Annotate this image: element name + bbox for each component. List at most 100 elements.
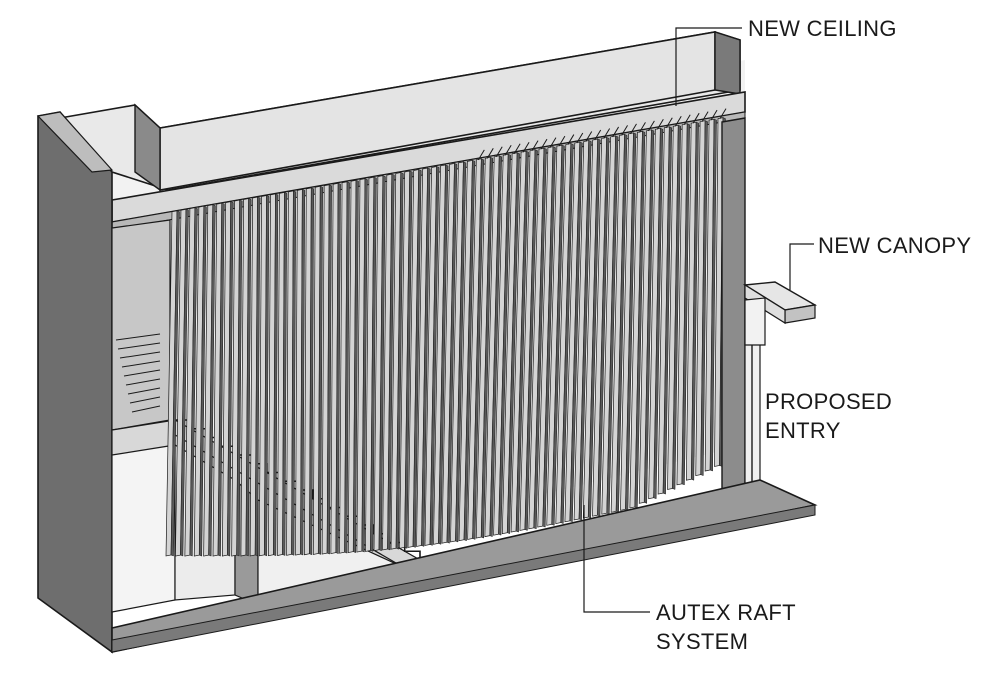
new-canopy-label: NEW CANOPY xyxy=(818,233,972,258)
baffle-edge xyxy=(429,166,440,546)
new-ceiling-label: NEW CEILING xyxy=(748,16,897,41)
baffle-edge xyxy=(370,176,377,552)
upper-stair-tread xyxy=(115,333,161,341)
proposed-entry-label-line1: PROPOSED xyxy=(765,389,893,414)
upper-stair-tread xyxy=(127,387,161,395)
new-canopy-leader xyxy=(789,243,814,290)
baffle-hanger xyxy=(612,126,620,138)
baffle-hanger xyxy=(549,137,557,148)
baffle-edge xyxy=(691,121,699,481)
baffle-edge xyxy=(395,172,404,550)
baffle-hanger xyxy=(504,145,512,156)
autex-raft-label-line1: AUTEX RAFT xyxy=(656,600,796,625)
baffle-edge xyxy=(264,195,270,557)
baffle-edge xyxy=(300,189,306,556)
baffle-edge xyxy=(352,179,359,553)
baffle-hanger xyxy=(486,148,494,159)
baffle-edge xyxy=(515,150,529,533)
baffle-edge xyxy=(560,143,574,524)
baffle-edge xyxy=(361,178,368,553)
upper-stair-tread xyxy=(131,405,161,413)
baffle-edge xyxy=(189,207,198,557)
baffle-edge xyxy=(662,126,673,495)
baffle-hanger xyxy=(621,125,628,136)
baffle-edge xyxy=(421,167,431,547)
upper-stair-tread xyxy=(129,396,161,404)
upper-stair-tread xyxy=(121,360,161,368)
autex-raft-baffles xyxy=(165,108,727,557)
baffle-hanger xyxy=(477,149,485,161)
baffle-hanger xyxy=(558,135,566,147)
baffle-edge xyxy=(524,149,538,531)
baffle-edge xyxy=(335,182,341,554)
canopy-bracket xyxy=(744,297,766,346)
baffle-edge xyxy=(533,147,547,530)
baffle-edge xyxy=(282,192,288,556)
baffle-hanger xyxy=(701,111,709,122)
baffle-hanger xyxy=(656,119,664,130)
baffle-edge xyxy=(387,173,395,551)
baffle-hanger xyxy=(674,115,682,127)
baffle-edge xyxy=(208,204,216,557)
baffle-edge xyxy=(180,208,189,557)
baffle-edge xyxy=(446,163,458,544)
baffle-edge xyxy=(412,169,422,548)
baffle-edge xyxy=(700,120,708,476)
baffle-edge xyxy=(551,144,565,526)
baffle-edge xyxy=(709,118,717,472)
autex-raft-label-line2: SYSTEM xyxy=(656,629,749,654)
baffle-edge xyxy=(378,175,386,552)
baffle-edge xyxy=(309,187,315,556)
baffle-edge xyxy=(170,210,180,557)
baffle-hanger xyxy=(531,140,539,151)
baffle-edge xyxy=(681,123,690,486)
baffle-hanger xyxy=(647,120,655,132)
baffle-edge xyxy=(672,124,681,490)
bulkhead-inner-side xyxy=(134,103,161,192)
proposed-entry-label-line2: ENTRY xyxy=(765,418,841,443)
baffle-edge xyxy=(254,196,261,557)
baffle-hanger xyxy=(683,114,691,125)
baffle-edge xyxy=(326,184,332,555)
baffle-edge xyxy=(489,155,502,538)
baffle-edge xyxy=(245,198,252,557)
upper-stair-tread xyxy=(119,351,161,359)
baffle-edge xyxy=(653,127,664,500)
baffle-hanger xyxy=(576,132,584,144)
baffle-edge xyxy=(542,146,556,528)
autex-raft-leader xyxy=(583,505,650,613)
baffle-edge xyxy=(199,205,207,557)
baffle-edge xyxy=(404,170,413,549)
new-ceiling-leader xyxy=(675,27,742,106)
baffle-hanger xyxy=(639,122,646,133)
baffle-hanger xyxy=(665,117,673,129)
baffle-edge xyxy=(291,190,297,556)
entry-column xyxy=(721,117,746,506)
baffle-hanger xyxy=(719,108,727,119)
baffle-hanger xyxy=(710,109,718,121)
baffle-hanger xyxy=(585,131,593,142)
baffle-edge xyxy=(498,153,511,536)
lower-wall-left xyxy=(111,444,176,613)
stair-void xyxy=(111,219,171,431)
baffle-edge xyxy=(318,185,323,555)
baffle-hanger xyxy=(603,128,611,139)
baffle-hanger xyxy=(540,138,548,150)
baffle-edge xyxy=(344,181,350,554)
baffle-edge xyxy=(507,152,520,535)
baffle-hanger xyxy=(567,134,575,145)
left-end-wall xyxy=(37,111,113,654)
baffle-hanger xyxy=(630,123,637,135)
baffle-edge xyxy=(236,199,243,557)
baffle-hanger xyxy=(513,143,521,154)
main-floor-edge xyxy=(111,504,816,653)
baffle-edge xyxy=(438,164,449,545)
upper-stair-tread xyxy=(117,342,161,350)
baffle-hanger xyxy=(594,129,602,141)
bulkhead-right-end xyxy=(714,31,741,95)
baffle-edge xyxy=(227,201,234,557)
left-end-wall-cap xyxy=(36,111,114,173)
baffle-hanger xyxy=(495,146,503,158)
